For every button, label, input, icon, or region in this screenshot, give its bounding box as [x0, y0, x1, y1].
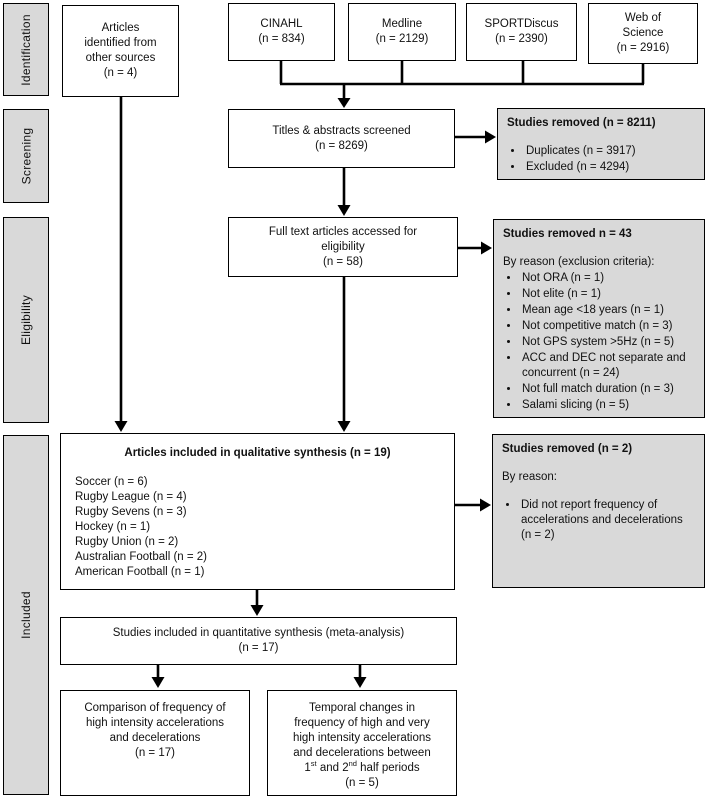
sport-list: Soccer (n = 6) Rugby League (n = 4) Rugb…	[75, 475, 454, 580]
reason-label: By reason (exclusion criteria):	[503, 256, 655, 268]
arrowhead-qualitative-right	[480, 498, 491, 512]
stage-screening-label: Screening	[19, 127, 33, 185]
sport-item: Rugby League (n = 4)	[75, 491, 187, 503]
note-title: Studies removed (n = 2)	[502, 443, 633, 455]
stage-eligibility-label: Eligibility	[19, 295, 34, 345]
studies-removed-eligibility-note: Studies removed n = 43 By reason (exclus…	[493, 219, 705, 418]
qualitative-title: Articles included in qualitative synthes…	[124, 447, 391, 459]
removal-reason: Not GPS system >5Hz (n = 5)	[520, 335, 696, 350]
temporal-count: (n = 5)	[345, 777, 379, 789]
removal-reason: Did not report frequency of acceleration…	[519, 498, 696, 543]
superscript-nd: nd	[348, 759, 357, 769]
quantitative-synthesis-box: Studies included in quantitative synthes…	[60, 617, 457, 665]
removal-reason-list: Duplicates (n = 3917) Excluded (n = 4294…	[507, 144, 696, 175]
removal-reason: Not ORA (n = 1)	[520, 271, 696, 286]
arrowhead-quant-right	[353, 677, 367, 688]
removal-reason: ACC and DEC not separate and concurrent …	[520, 351, 696, 381]
arrowhead-merge	[337, 98, 351, 108]
database-box-cinahl: CINAHL (n = 834)	[228, 3, 335, 61]
stage-identification-label: Identification	[19, 13, 34, 86]
arrowhead-fulltext-down	[337, 421, 351, 432]
stage-included: Included	[3, 435, 49, 795]
arrowhead-other-sources	[114, 421, 128, 432]
database-box-medline: Medline (n = 2129)	[348, 3, 456, 61]
sport-item: Hockey (n = 1)	[75, 521, 151, 533]
removal-reason: Salami slicing (n = 5)	[520, 398, 696, 413]
titles-abstracts-screened-box: Titles & abstracts screened (n = 8269)	[228, 109, 455, 168]
stage-included-label: Included	[19, 591, 33, 639]
qualitative-synthesis-box: Articles included in qualitative synthes…	[60, 433, 455, 590]
arrowhead-fulltext-right	[481, 241, 492, 255]
reason-label: By reason:	[502, 471, 557, 483]
removal-reason-list: Not ORA (n = 1) Not elite (n = 1) Mean a…	[503, 271, 696, 413]
superscript-st: st	[310, 759, 317, 769]
sport-item: Rugby Union (n = 2)	[75, 536, 179, 548]
spacer	[502, 486, 696, 498]
other-sources-box: Articles identified from other sources (…	[62, 5, 179, 97]
removal-reason: Not competitive match (n = 3)	[520, 319, 696, 334]
studies-removed-screening-note: Studies removed (n = 8211) Duplicates (n…	[497, 108, 705, 180]
studies-removed-included-note: Studies removed (n = 2) By reason: Did n…	[492, 434, 705, 588]
temporal-outcome-box: Temporal changes in frequency of high an…	[267, 690, 457, 796]
removal-reason: Not full match duration (n = 3)	[520, 382, 696, 397]
note-title: Studies removed n = 43	[503, 228, 632, 240]
temporal-text-part: half periods	[356, 762, 420, 774]
sport-item: Soccer (n = 6)	[75, 476, 148, 488]
removal-reason: Excluded (n = 4294)	[524, 160, 696, 175]
stage-screening: Screening	[3, 109, 49, 203]
stage-identification: Identification	[3, 3, 49, 96]
note-title: Studies removed (n = 8211)	[507, 117, 656, 129]
temporal-text-part: 1	[304, 762, 311, 774]
removal-reason: Mean age <18 years (n = 1)	[520, 303, 696, 318]
database-box-sportdiscus: SPORTDiscus (n = 2390)	[466, 3, 577, 61]
removal-reason: Not elite (n = 1)	[520, 287, 696, 302]
temporal-text: Temporal changes in frequency of high an…	[292, 702, 432, 759]
arrowhead-quant-left	[151, 677, 165, 688]
database-box-webofscience: Web of Science (n = 2916)	[588, 3, 698, 64]
sport-item: American Football (n = 1)	[75, 566, 205, 578]
comparison-outcome-box: Comparison of frequency of high intensit…	[60, 690, 250, 796]
temporal-halves-line: 1st and 2nd half periods	[304, 759, 420, 776]
sport-item: Australian Football (n = 2)	[75, 551, 207, 563]
sport-item: Rugby Sevens (n = 3)	[75, 506, 187, 518]
temporal-text-part: and 2	[316, 762, 349, 774]
removal-reason-list: Did not report frequency of acceleration…	[502, 498, 696, 543]
arrowhead-screened-down	[337, 205, 351, 216]
arrowhead-screened-right	[485, 130, 496, 144]
stage-eligibility: Eligibility	[3, 217, 49, 423]
removal-reason: Duplicates (n = 3917)	[524, 144, 696, 159]
arrowhead-qualitative-down	[250, 605, 264, 616]
full-text-box: Full text articles accessed for eligibil…	[228, 217, 458, 277]
